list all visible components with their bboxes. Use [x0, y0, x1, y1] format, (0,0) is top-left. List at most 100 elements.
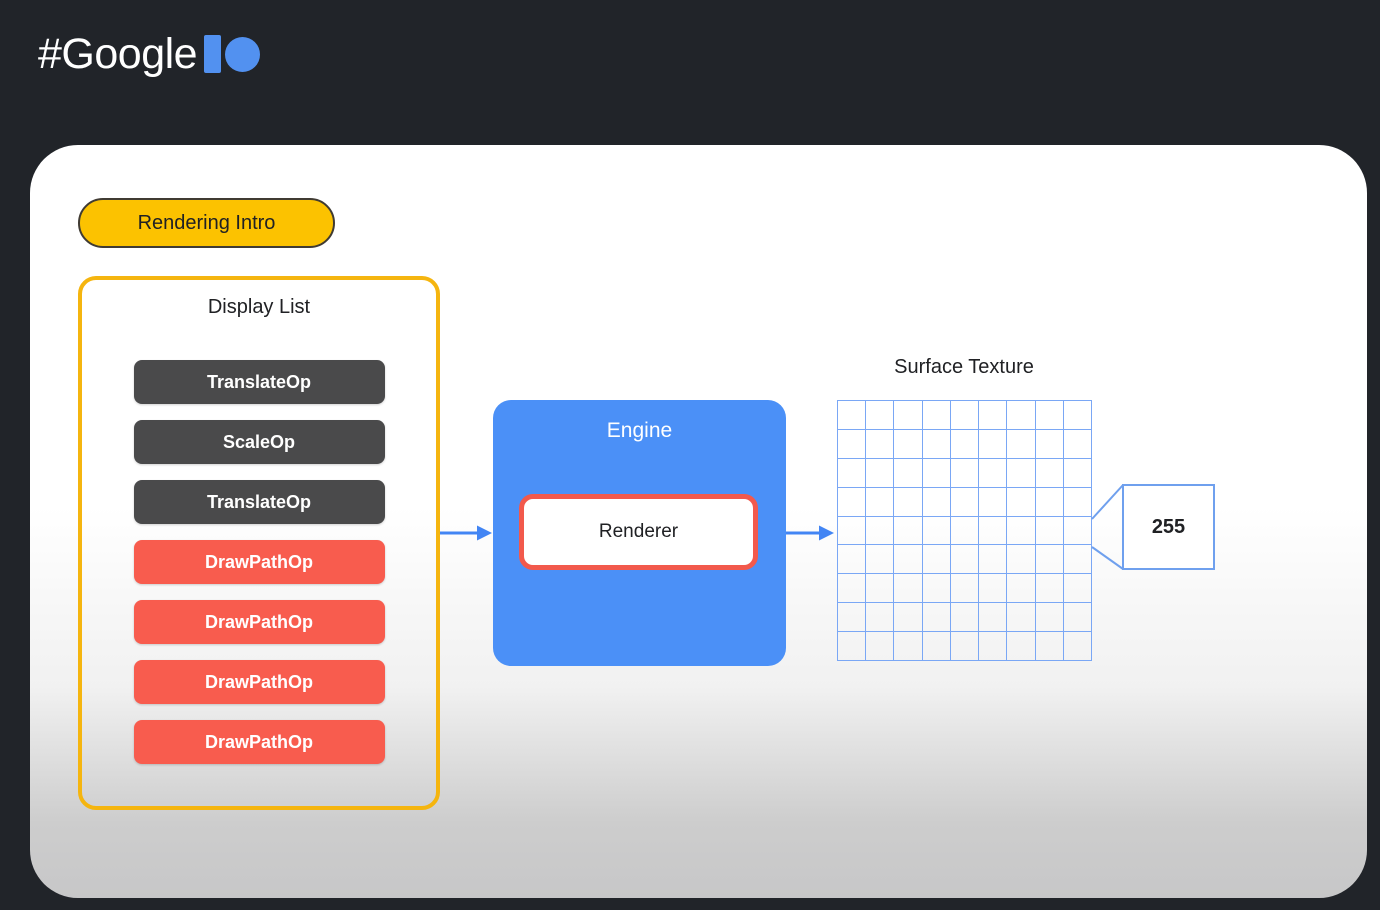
- texture-cell: [894, 458, 923, 488]
- callout-leader-lines: [1091, 484, 1124, 570]
- texture-cell: [922, 632, 951, 661]
- texture-cell: [866, 516, 895, 546]
- arrow-engine-to-texture: [786, 525, 834, 541]
- texture-cell: [922, 545, 951, 575]
- texture-cell: [922, 458, 951, 488]
- texture-cell: [1063, 545, 1092, 575]
- texture-cell: [1007, 632, 1036, 661]
- texture-cell: [950, 487, 980, 517]
- surface-texture-title: Surface Texture: [894, 356, 1034, 378]
- display-list-op: DrawPathOp: [133, 720, 385, 764]
- op-label: TranslateOp: [206, 371, 312, 392]
- op-label: DrawPathOp: [204, 611, 314, 632]
- io-o-mark-icon: [225, 36, 261, 72]
- texture-cell: [979, 632, 1008, 661]
- texture-cell: [1007, 516, 1036, 546]
- display-list-op: DrawPathOp: [133, 540, 385, 584]
- renderer-box: Renderer: [519, 494, 758, 570]
- texture-cell: [1007, 545, 1036, 575]
- engine-title: Engine: [606, 419, 673, 442]
- display-list-title: Display List: [207, 296, 311, 318]
- engine-box: Engine Renderer: [493, 400, 786, 666]
- texture-cell: [1063, 574, 1092, 604]
- texture-cell: [838, 458, 867, 488]
- texture-cell: [866, 603, 895, 633]
- texture-cell: [1063, 458, 1092, 488]
- texture-cell: [950, 603, 980, 633]
- texture-cell: [950, 574, 980, 604]
- texture-cell: [838, 487, 867, 517]
- texture-cell: [922, 516, 951, 546]
- texture-cell: [1035, 603, 1064, 633]
- surface-texture-grid: [837, 400, 1092, 661]
- texture-cell: [866, 487, 895, 517]
- texture-cell: [838, 516, 867, 546]
- op-label: TranslateOp: [206, 491, 312, 512]
- texture-cell: [1035, 487, 1064, 517]
- display-list-op: ScaleOp: [133, 420, 385, 464]
- texture-cell: [894, 545, 923, 575]
- texture-cell: [950, 458, 980, 488]
- texture-cell: [894, 487, 923, 517]
- logo-text: #Google: [38, 29, 198, 78]
- texture-cell: [838, 632, 867, 661]
- slide-card: Rendering Intro Display List TranslateOp…: [30, 145, 1367, 898]
- texture-cell: [1063, 603, 1092, 633]
- texture-cell: [1035, 429, 1064, 459]
- texture-cell: [922, 429, 951, 459]
- texture-cell: [866, 574, 895, 604]
- io-i-mark-icon: [204, 35, 222, 73]
- texture-cell: [1007, 574, 1036, 604]
- texture-cell: [1035, 458, 1064, 488]
- texture-cell: [1035, 545, 1064, 575]
- texture-cell: [894, 516, 923, 546]
- texture-cell: [866, 632, 895, 661]
- texture-cell: [1063, 516, 1092, 546]
- texture-cell: [979, 429, 1008, 459]
- texture-cell: [894, 632, 923, 661]
- display-list-op: DrawPathOp: [133, 660, 385, 704]
- texture-cell: [979, 516, 1008, 546]
- texture-cell: [894, 429, 923, 459]
- op-label: DrawPathOp: [204, 551, 314, 572]
- texture-cell: [1007, 429, 1036, 459]
- texture-cell: [894, 603, 923, 633]
- display-list-op: TranslateOp: [133, 480, 385, 524]
- texture-cell: [1063, 487, 1092, 517]
- texture-cell: [950, 545, 980, 575]
- texture-cell: [1063, 632, 1092, 661]
- display-list-op: TranslateOp: [133, 360, 385, 404]
- texture-cell: [1035, 401, 1064, 430]
- texture-cell: [922, 603, 951, 633]
- texture-cell: [922, 574, 951, 604]
- texture-cell: [1007, 487, 1036, 517]
- texture-cell: [922, 401, 951, 430]
- texture-cell: [979, 487, 1008, 517]
- texture-cell: [950, 632, 980, 661]
- display-list-ops: TranslateOp ScaleOp TranslateOp DrawPath…: [82, 360, 436, 764]
- texture-cell: [950, 516, 980, 546]
- rendering-intro-badge: Rendering Intro: [78, 198, 335, 248]
- texture-cell: [979, 603, 1008, 633]
- texture-cell: [1035, 632, 1064, 661]
- texture-cell: [866, 545, 895, 575]
- texture-cell: [1035, 516, 1064, 546]
- pixel-value-callout: 255: [1122, 484, 1215, 570]
- op-label: DrawPathOp: [204, 731, 314, 752]
- op-label: ScaleOp: [222, 431, 296, 452]
- texture-cell: [838, 545, 867, 575]
- texture-cell: [979, 545, 1008, 575]
- google-io-logo: #Google: [38, 26, 261, 82]
- texture-cell: [838, 429, 867, 459]
- texture-cell: [894, 401, 923, 430]
- texture-cell: [922, 487, 951, 517]
- texture-cell: [979, 401, 1008, 430]
- texture-cell: [1063, 401, 1092, 430]
- texture-cell: [1007, 458, 1036, 488]
- display-list-op: DrawPathOp: [133, 600, 385, 644]
- texture-cell: [1035, 574, 1064, 604]
- texture-cell: [894, 574, 923, 604]
- texture-cell: [1007, 401, 1036, 430]
- texture-cell: [1063, 429, 1092, 459]
- texture-cell: [979, 458, 1008, 488]
